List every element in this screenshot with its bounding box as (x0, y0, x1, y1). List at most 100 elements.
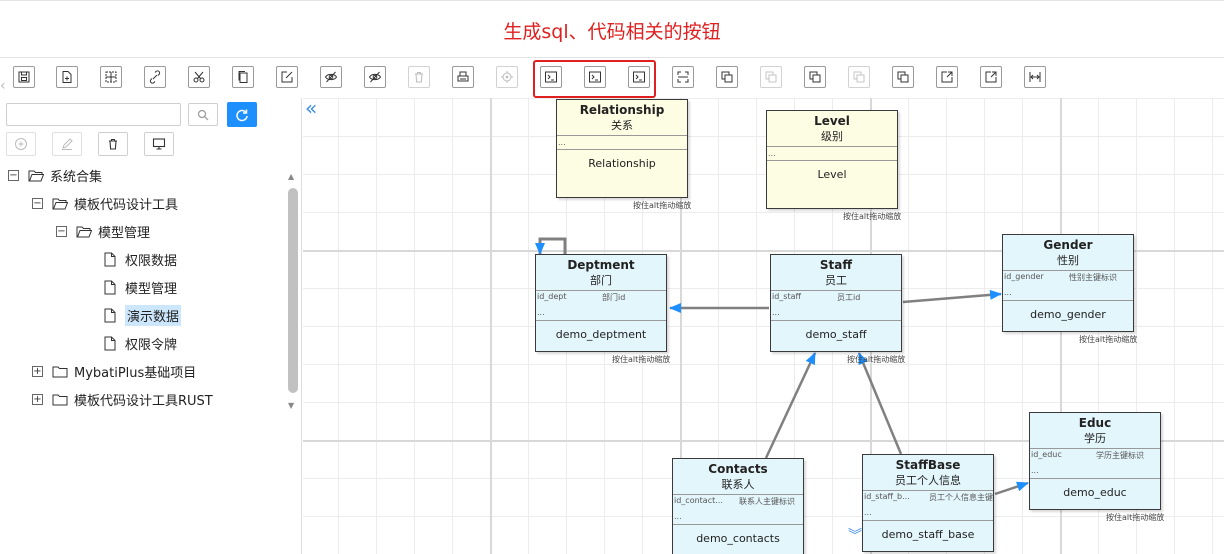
toolbar-button-terminal[interactable] (584, 66, 606, 88)
scroll-thumb[interactable] (288, 188, 298, 393)
toolbar (0, 58, 1224, 98)
terminal-icon (545, 71, 557, 83)
field-more: ... (558, 138, 566, 147)
toolbar-button-layer[interactable] (892, 66, 914, 88)
tree-node[interactable]: +模板代码设计工具RUST (32, 388, 213, 410)
toolbar-button-new-file[interactable] (56, 66, 78, 88)
annotation-banner: 生成sql、代码相关的按钮 (0, 0, 1224, 58)
toolbar-button-fit[interactable] (672, 66, 694, 88)
resize-hint: 按住alt拖动缩放 (633, 201, 692, 210)
field-more: ... (768, 149, 776, 158)
toolbar-button-hide[interactable] (364, 66, 386, 88)
entity-cn-name: 级别 (821, 130, 843, 143)
tree-node[interactable]: −模型管理 (56, 220, 150, 242)
toolbar-button-save[interactable] (13, 66, 35, 88)
annotation-text: 生成sql、代码相关的按钮 (503, 21, 721, 43)
edit-icon (281, 71, 293, 83)
expand-down-icon[interactable]: ︾ (848, 528, 862, 544)
toolbar-button-scissors[interactable] (188, 66, 210, 88)
toolbar-button-trash[interactable] (408, 66, 430, 88)
folder-icon (52, 392, 68, 406)
toolbar-button-terminal[interactable] (628, 66, 650, 88)
toolbar-button-terminal[interactable] (540, 66, 562, 88)
relation-line-contacts-staff (764, 352, 817, 459)
tree-node[interactable]: −系统合集 (8, 164, 102, 186)
tree-node[interactable]: 权限数据 (103, 248, 177, 270)
collapse-panel-icon[interactable]: « (305, 98, 318, 120)
delete-node-button[interactable] (98, 132, 128, 156)
search-input[interactable] (6, 103, 181, 126)
chevron-left-icon[interactable]: ‹ (0, 78, 6, 94)
layer-icon (721, 71, 733, 83)
collapse-icon[interactable]: − (32, 197, 43, 209)
copy-icon (238, 71, 248, 83)
field-key: id_educ (1031, 450, 1062, 459)
toolbar-button-hide[interactable] (320, 66, 342, 88)
tree-node[interactable]: 权限令牌 (103, 332, 177, 354)
expand-icon[interactable]: + (32, 365, 43, 377)
collapse-icon[interactable]: − (56, 225, 67, 237)
toolbar-button-unlink[interactable] (144, 66, 166, 88)
field-key: id_staff (772, 292, 802, 301)
fit-icon (677, 71, 689, 83)
toolbar-button-layer[interactable] (760, 66, 782, 88)
annotation-highlight-box (533, 60, 656, 98)
tree-node[interactable]: 演示数据 (103, 304, 182, 326)
expand-icon[interactable]: + (32, 393, 43, 405)
hide-icon (368, 71, 382, 83)
tree-node-label: 模板代码设计工具 (74, 197, 179, 213)
search-button[interactable] (188, 103, 218, 126)
field-more: ... (1004, 288, 1012, 297)
entity-name: Relationship (579, 103, 665, 117)
export-icon (985, 71, 997, 83)
toolbar-button-width[interactable] (1024, 66, 1046, 88)
entity-cn-name: 性别 (1057, 254, 1079, 267)
toolbar-button-export[interactable] (980, 66, 1002, 88)
unlink-icon (149, 70, 161, 84)
relation-line-staffbase-staff (857, 352, 903, 455)
entity-table-name: demo_contacts (696, 532, 780, 545)
collapse-icon[interactable]: − (8, 169, 19, 181)
tree-node[interactable]: +MybatiPlus基础项目 (32, 360, 196, 382)
refresh-button[interactable] (227, 102, 257, 127)
tree-node-label: 权限数据 (125, 253, 178, 269)
add-node-button[interactable] (6, 132, 36, 156)
scroll-up-icon[interactable]: ▲ (288, 172, 295, 181)
entity-table-name: demo_deptment (555, 328, 647, 341)
toolbar-button-print[interactable] (452, 66, 474, 88)
print-icon (457, 71, 469, 82)
toolbar-button-layer[interactable] (848, 66, 870, 88)
trash-icon (109, 138, 117, 150)
file-icon (103, 252, 119, 266)
entity-cn-name: 联系人 (721, 478, 755, 491)
edit-node-button[interactable] (52, 132, 82, 156)
field-more: ... (537, 308, 545, 317)
toolbar-button-locate[interactable] (496, 66, 518, 88)
toolbar-button-layer[interactable] (716, 66, 738, 88)
tree-node-label: 权限令牌 (125, 337, 178, 353)
toolbar-button-grid[interactable] (100, 66, 122, 88)
toolbar-button-copy[interactable] (232, 66, 254, 88)
toolbar-button-export[interactable] (936, 66, 958, 88)
scroll-down-icon[interactable]: ▼ (288, 401, 295, 410)
resize-hint: 按住alt拖动缩放 (1106, 513, 1165, 522)
toolbar-button-layer[interactable] (804, 66, 826, 88)
tree-node[interactable]: 模型管理 (103, 276, 177, 298)
tree-node[interactable]: − 模板代码设计工具 (32, 192, 178, 214)
toolbar-button-edit[interactable] (276, 66, 298, 88)
preview-button[interactable] (144, 132, 174, 156)
